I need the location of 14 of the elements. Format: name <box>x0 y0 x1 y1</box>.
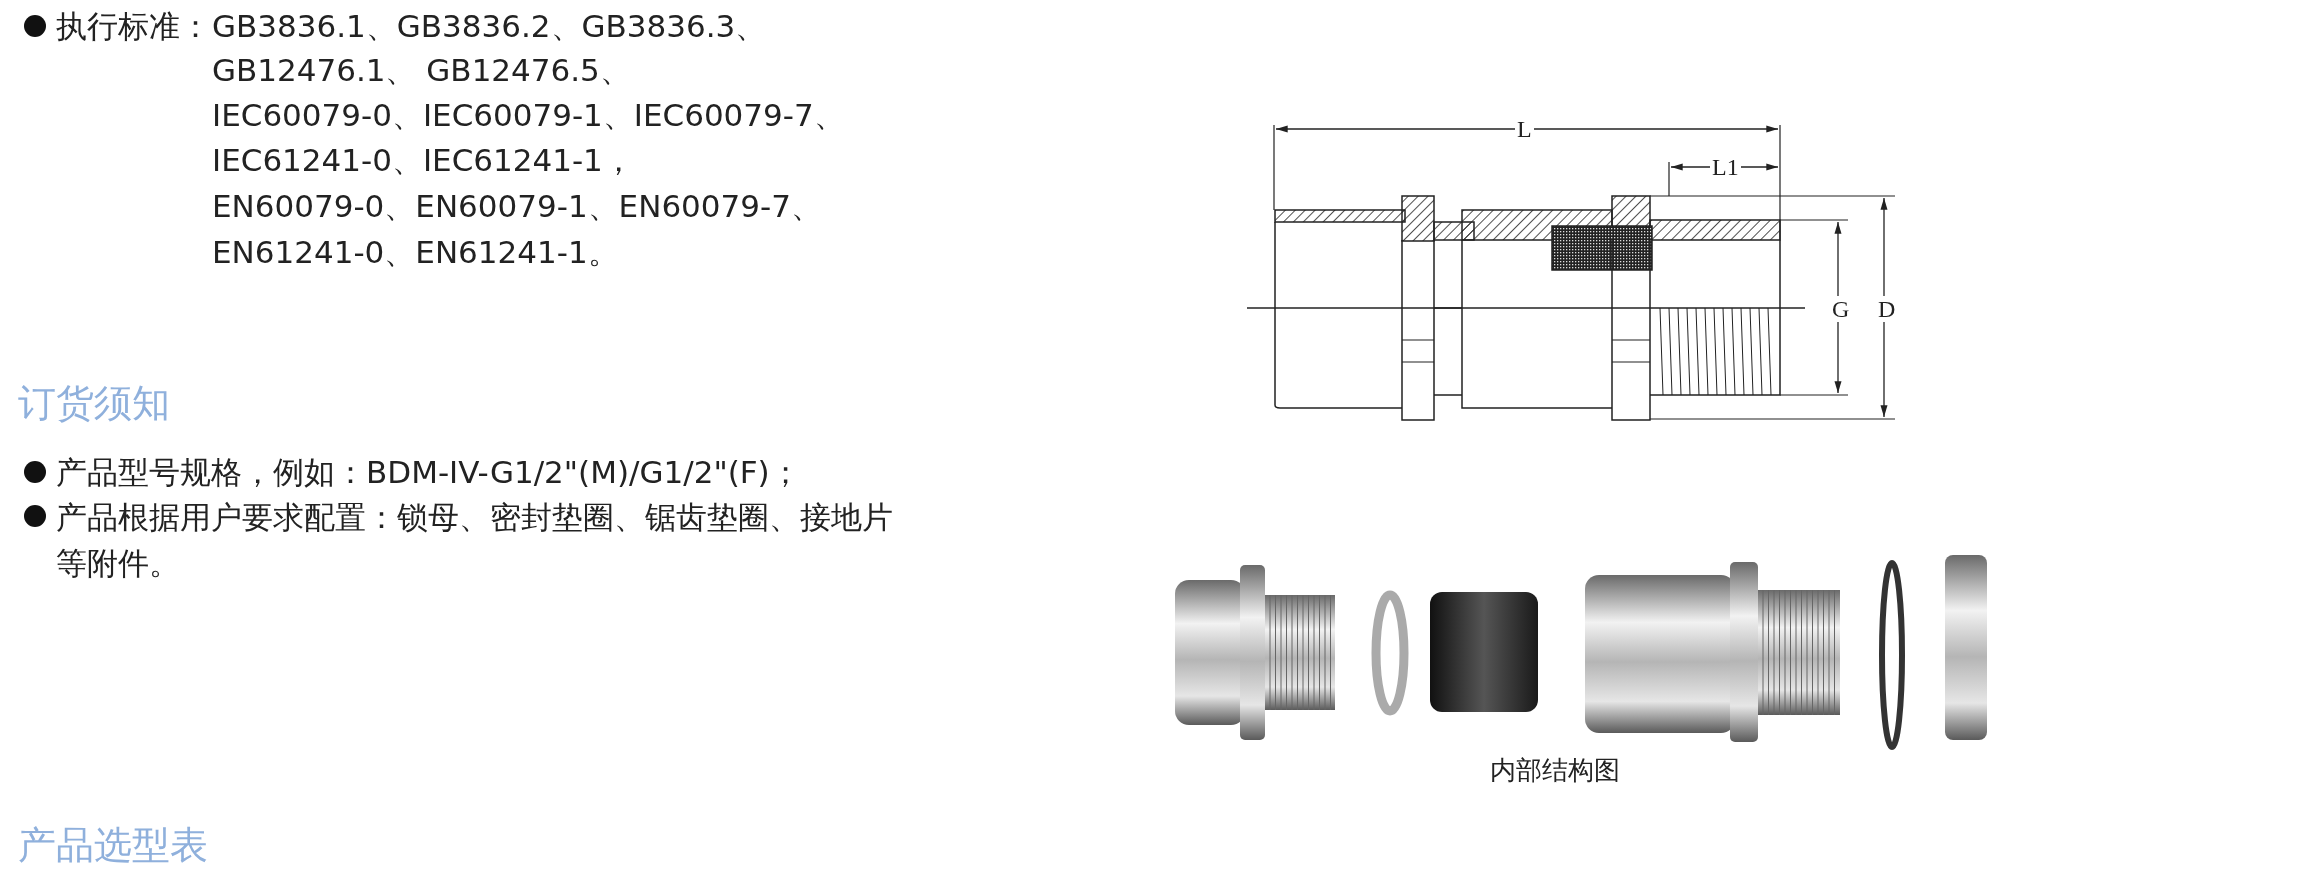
dimension-label: G <box>1830 296 1852 322</box>
section-heading: 产品选型表 <box>18 822 208 869</box>
standards-heading: 执行标准： <box>56 7 211 46</box>
standard-list-line: GB12476.1、 GB12476.5、 <box>212 51 631 90</box>
note-text: 产品型号规格，例如：BDM-IV-G1/2"(M)/G1/2"(F)； <box>56 453 801 492</box>
standard-list-line: IEC61241-0、IEC61241-1， <box>212 141 634 180</box>
figure-caption: 内部结构图 <box>1490 754 1620 787</box>
standard-list-line: EN60079-0、EN60079-1、EN60079-7、 <box>212 187 822 226</box>
standard-list-line: GB3836.1、GB3836.2、GB3836.3、 <box>212 7 767 46</box>
section-heading: 订货须知 <box>18 380 170 427</box>
standard-list-line: IEC60079-0、IEC60079-1、IEC60079-7、 <box>212 96 845 135</box>
dimension-label: D <box>1876 296 1898 322</box>
note-text: 产品根据用户要求配置：锁母、密封垫圈、锯齿垫圈、接地片等附件。 <box>56 498 894 583</box>
standard-list-line: EN61241-0、EN61241-1。 <box>212 233 619 272</box>
